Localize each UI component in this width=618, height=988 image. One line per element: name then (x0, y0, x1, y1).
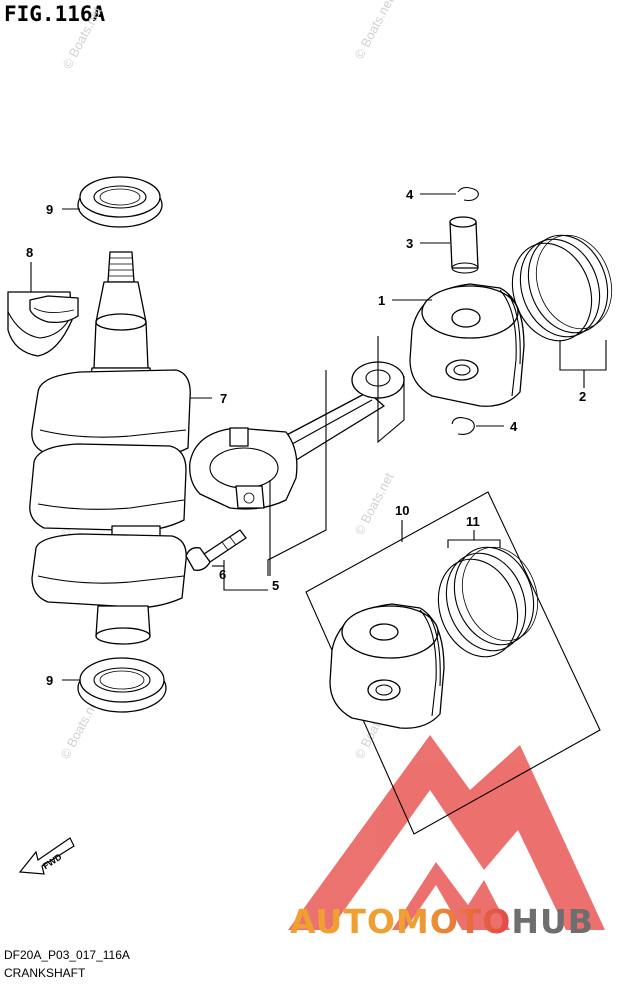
callout-3: 3 (406, 236, 413, 251)
circlip-bottom (451, 417, 475, 435)
callout-6: 6 (219, 567, 226, 582)
callout-8: 8 (26, 245, 33, 260)
watermark: © Boats.net (59, 4, 104, 72)
oil-seal-top (77, 176, 163, 228)
watermark: © Boats.net (351, 0, 396, 61)
piston-pin (449, 216, 479, 274)
bearing-shells (7, 291, 79, 357)
callout-4b: 4 (510, 419, 518, 434)
automotohub-logo-icon (288, 735, 605, 930)
callout-4: 4 (406, 187, 414, 202)
callout-5: 5 (272, 578, 279, 593)
figure-title: FIG.116A (4, 2, 106, 26)
diagram-name: CRANKSHAFT (4, 966, 86, 980)
watermark: © Boats.net (351, 470, 396, 538)
piston-ring-set-oversize (437, 546, 539, 658)
automotohub-wordmark: AUTOMOTOHUB (290, 902, 594, 941)
oil-seal-bottom (77, 657, 167, 713)
leader-lines (30, 193, 607, 681)
oversize-set-box (305, 491, 601, 835)
piston-ring-set (511, 234, 613, 342)
logo-text-part1: AUTOMOTO (290, 902, 512, 941)
connecting-rod-bolt (185, 529, 247, 571)
callout-1: 1 (378, 293, 385, 308)
callout-10: 10 (395, 503, 409, 518)
callout-labels: 9 8 7 4 3 1 2 4 5 6 10 11 9 (26, 187, 586, 688)
callout-7: 7 (220, 391, 227, 406)
callout-11: 11 (466, 514, 480, 529)
callout-9: 9 (46, 202, 53, 217)
callout-9b: 9 (46, 673, 53, 688)
callout-2: 2 (579, 389, 586, 404)
crankshaft (29, 251, 191, 645)
fwd-arrow-icon: FWD (18, 837, 75, 875)
connecting-rod (189, 361, 405, 510)
piston-oversize (329, 603, 445, 729)
piston (409, 283, 525, 407)
diagram-code: DF20A_P03_017_116A (4, 948, 130, 962)
logo-text-part2: HUB (511, 902, 594, 941)
circlip-top (457, 186, 479, 202)
